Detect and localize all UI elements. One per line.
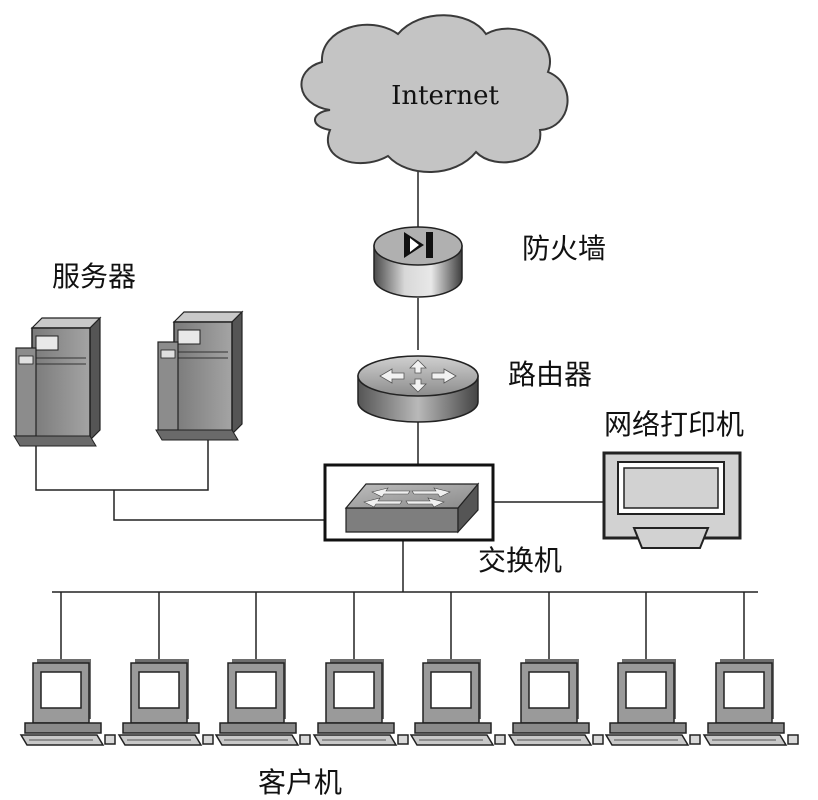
desktop-computer-icon xyxy=(313,658,409,746)
desktop-computer-icon xyxy=(215,658,311,746)
servers-label: 服务器 xyxy=(52,260,136,293)
desktop-computer-icon xyxy=(605,658,701,746)
switch-label: 交换机 xyxy=(478,544,562,577)
link-servers-switch xyxy=(35,434,209,491)
server-tower-icon xyxy=(13,317,101,447)
switch-icon: 交换机 xyxy=(323,463,562,577)
clients-label: 客户机 xyxy=(258,766,342,799)
desktop-computer-icon xyxy=(703,658,799,746)
router-label: 路由器 xyxy=(508,358,592,391)
router-icon: 路由器 xyxy=(357,355,592,423)
connection-lines xyxy=(35,172,758,659)
desktop-computer-icon xyxy=(118,658,214,746)
link-servers-trunk xyxy=(113,490,325,521)
server-tower-icon xyxy=(155,311,243,441)
switch-highlight-frame xyxy=(323,463,495,542)
internet-label: Internet xyxy=(391,81,499,111)
client-computers xyxy=(20,658,799,746)
printer-label: 网络打印机 xyxy=(604,408,744,441)
desktop-computer-icon xyxy=(20,658,116,746)
desktop-computer-icon xyxy=(508,658,604,746)
client-drop-lines xyxy=(60,592,745,659)
firewall-icon: 防火墙 xyxy=(373,226,606,298)
firewall-label: 防火墙 xyxy=(522,232,606,265)
cloud-icon: Internet xyxy=(300,14,569,173)
network-printer-icon: 网络打印机 xyxy=(602,408,744,549)
desktop-computer-icon xyxy=(410,658,506,746)
